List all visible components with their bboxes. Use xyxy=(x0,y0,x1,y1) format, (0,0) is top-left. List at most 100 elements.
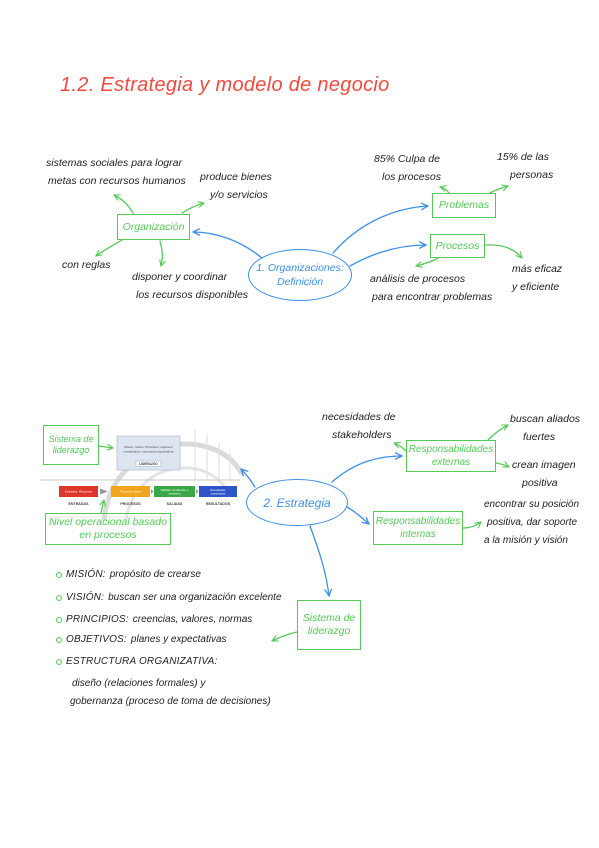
arrow-to-disponer xyxy=(159,240,166,267)
note-line: más eficaz xyxy=(512,263,563,275)
flow-label-salidas: SALIDAS xyxy=(167,502,183,506)
center-organizaciones-line: 1. Organizaciones: xyxy=(256,262,344,274)
center-estrategia: 2. Estrategia xyxy=(246,479,348,526)
flow-connector xyxy=(196,489,199,494)
box-line: Nivel operacional basado xyxy=(49,516,167,528)
figure-liderazgo-tag: LIDERAZGO xyxy=(139,462,158,466)
note-line: para encontrar problemas xyxy=(372,291,493,303)
box-line: Sistema de xyxy=(48,434,94,444)
arrow-to-stakeholders xyxy=(393,441,408,453)
center-organizaciones-line: Definición xyxy=(276,276,324,288)
note-line: y eficiente xyxy=(512,281,560,293)
bullet-icon xyxy=(56,637,62,643)
list-item-text: propósito de crearse xyxy=(109,569,201,580)
note-line: gobernanza (proceso de toma de decisione… xyxy=(70,696,271,707)
box-nivel-operacional: Nivel operacional basado en procesos xyxy=(45,513,171,545)
box-responsabilidades-externas: Responsabilidades externas xyxy=(406,440,496,472)
arrow-to-sistemas-sociales xyxy=(113,194,134,214)
note-estructura-detail: diseño (relaciones formales) y gobernanz… xyxy=(70,675,271,711)
note-line: fuertes xyxy=(523,431,556,443)
arrow-to-problemas xyxy=(332,202,429,254)
list-item-text: planes y expectativas xyxy=(130,634,227,645)
list-item-label: PRINCIPIOS: xyxy=(66,614,129,625)
note-line: los procesos xyxy=(382,171,441,183)
arrow-to-sistema-liderazgo xyxy=(309,525,333,597)
box-line: en procesos xyxy=(79,529,137,541)
note-line: positiva xyxy=(522,477,558,489)
arrow-to-liderazgo-panel xyxy=(98,443,114,451)
flow-connector xyxy=(151,489,154,494)
arrow-to-eficacia xyxy=(484,244,523,259)
arrow-to-posicion xyxy=(462,521,482,529)
note-line: personas xyxy=(510,169,554,181)
arrow-to-procesos xyxy=(349,241,427,267)
arrow-to-imagen xyxy=(495,461,510,468)
box-line: Responsabilidades xyxy=(408,444,494,455)
list-item-principios: PRINCIPIOS: creencias, valores, normas xyxy=(56,612,252,628)
flow-box-entradas-text: Entradas: Recursos xyxy=(65,490,93,494)
arrow-to-liderazgo-list xyxy=(271,631,298,642)
list-item-text: creencias, valores, normas xyxy=(132,614,253,625)
center-estrategia-label: 2. Estrategia xyxy=(263,495,331,510)
flow-label-resultados: RESULTADOS xyxy=(206,502,231,506)
note-aliados: buscan aliados fuertes xyxy=(510,410,580,446)
note-line: con reglas xyxy=(62,259,111,271)
note-line: positiva, dar soporte xyxy=(487,517,578,528)
note-disponer: disponer y coordinar los recursos dispon… xyxy=(132,268,248,304)
figure-liderazgo-text: Misión, Visión, Principios, objetivos xyxy=(124,445,173,449)
note-sistemas-sociales: sistemas sociales para lograr metas con … xyxy=(46,154,186,190)
arrow-to-aliados xyxy=(487,424,509,441)
box-procesos: Procesos xyxy=(430,234,485,258)
box-problemas-label: Problemas xyxy=(438,199,490,211)
arrow-to-culpa-personas xyxy=(489,184,509,194)
note-line: diseño (relaciones formales) y xyxy=(72,678,206,689)
center-organizaciones: 1. Organizaciones: Definición xyxy=(248,249,352,301)
note-line: 15% de las xyxy=(497,151,549,163)
bullet-icon xyxy=(56,659,62,665)
flow-label-entradas: ENTRADAS xyxy=(69,502,90,506)
note-con-reglas: con reglas xyxy=(62,256,110,274)
flow-box-salidas xyxy=(154,486,195,497)
note-line: produce bienes xyxy=(200,171,272,183)
note-line: encontrar su posición xyxy=(484,499,580,510)
flow-box-resultados xyxy=(199,486,237,497)
note-analisis: análisis de procesos para encontrar prob… xyxy=(370,270,492,306)
note-line: los recursos disponibles xyxy=(136,289,249,301)
arrow-to-flow-row xyxy=(99,499,106,514)
flow-box-procesos-text: Procesos clave xyxy=(120,490,141,494)
note-line: buscan aliados xyxy=(510,413,581,425)
note-line: disponer y coordinar xyxy=(132,271,228,283)
box-line: Responsabilidades xyxy=(375,516,461,527)
note-line: y/o servicios xyxy=(210,189,268,201)
note-stakeholders: necesidades de stakeholders xyxy=(322,408,396,444)
arrow-to-responsabilidades-externas xyxy=(331,452,403,483)
bullet-icon xyxy=(56,617,62,623)
box-line: Sistema de xyxy=(302,612,356,624)
list-item-label: MISIÓN: xyxy=(66,569,106,580)
flow-box-salidas-text: servicios xyxy=(168,492,180,496)
arrow-to-analisis xyxy=(415,257,439,268)
arrow-to-figure xyxy=(240,468,256,488)
list-item-mision: MISIÓN: propósito de crearse xyxy=(56,567,201,583)
note-line: crean imagen xyxy=(512,459,576,471)
strategy-figure: Misión, Visión, Principios, objetivos es… xyxy=(40,430,245,521)
arrow-to-responsabilidades-internas xyxy=(346,506,370,525)
note-line: análisis de procesos xyxy=(370,273,466,285)
box-organizacion: Organización xyxy=(117,214,190,240)
flow-box-resultados-text: Resultados xyxy=(210,488,226,492)
box-line: liderazgo xyxy=(52,445,90,455)
bullet-icon xyxy=(56,595,62,601)
note-culpa-personas: 15% de las personas xyxy=(497,148,553,184)
arrow-to-con-reglas xyxy=(95,239,123,257)
box-organizacion-label: Organización xyxy=(122,220,185,233)
note-line: 85% Culpa de xyxy=(374,153,440,165)
box-sistema-liderazgo: Sistema de liderazgo xyxy=(297,600,361,650)
note-line: stakeholders xyxy=(332,429,392,441)
box-line: internas xyxy=(400,529,436,540)
note-imagen: crean imagen positiva xyxy=(512,456,576,492)
list-item-objetivos: OBJETIVOS: planes y expectativas xyxy=(56,632,227,648)
box-procesos-label: Procesos xyxy=(435,239,480,252)
list-item-vision: VISIÓN: buscan ser una organización exce… xyxy=(56,590,282,606)
